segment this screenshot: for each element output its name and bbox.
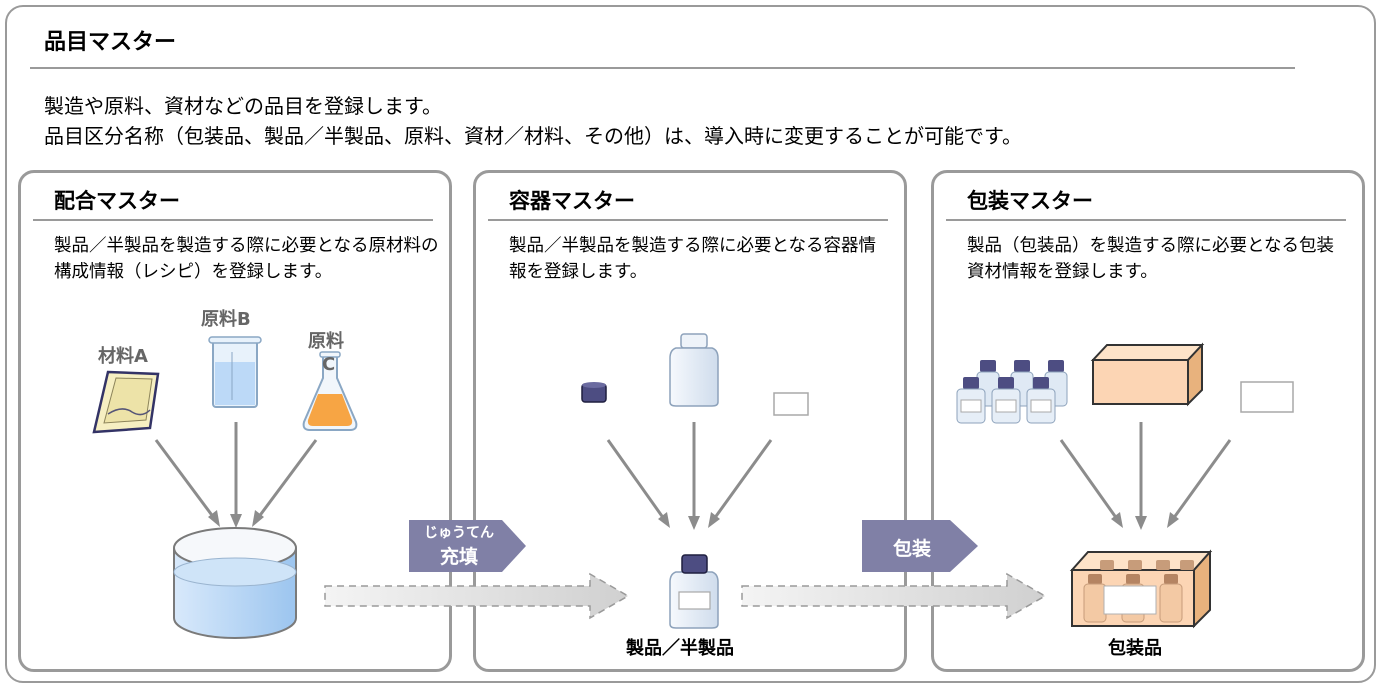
label-icon [1240,381,1294,413]
product-label: 製品／半製品 [626,638,734,659]
raw-b-label: 原料B [201,309,251,330]
paper-sachet-icon [92,370,160,434]
input-arrows-container [606,422,773,530]
pack-step-label: 包装 [892,538,931,560]
main-title: 品目マスター [44,30,177,55]
panel-description: 製品／半製品を製造する際に必要となる容器情報を登録します。 [509,236,876,282]
panel-description: 製品（包装品）を製造する際に必要となる包装資材情報を登録します。 [967,236,1334,282]
panel-title: 配合マスター [54,189,180,213]
main-description-line1: 製造や原料、資材などの品目を登録します。 [44,94,442,118]
beaker-icon [208,336,262,408]
packaged-box-icon [1069,549,1213,629]
label-icon [773,392,809,416]
panel-title: 容器マスター [509,189,635,213]
fill-flow-arrow [324,572,630,620]
carton-box-icon [1090,342,1205,407]
bottles-group-icon [956,360,1068,424]
panel-title: 包装マスター [967,189,1093,213]
raw-c-label-line2: C [322,354,336,375]
packaged-product-label: 包装品 [1108,638,1162,659]
product-bottle-icon [669,554,719,629]
fill-step-ribbon [409,520,526,572]
pack-flow-arrow [741,572,1047,620]
panel-divider [946,219,1346,221]
material-a-label: 材料A [98,346,148,367]
flask-icon [302,351,358,431]
title-divider [30,67,1295,69]
main-description-line2: 品目区分名称（包装品、製品／半製品、原料、資材／材料、その他）は、導入時に変更す… [44,124,1022,148]
raw-c-label-line1: 原料 [308,331,344,352]
panel-divider [488,219,888,221]
fill-step-label: 充填 [439,546,478,568]
fill-step-ruby: じゅうてん [424,525,494,541]
bottle-cap-icon [581,382,607,403]
mixing-tank-icon [173,527,297,639]
input-arrows-formulation [154,422,318,528]
panel-divider [33,219,433,221]
bottle-icon [669,333,719,407]
pack-step-ribbon [862,520,978,572]
input-arrows-packaging [1059,422,1232,530]
panel-description: 製品／半製品を製造する際に必要となる原材料の構成情報（レシピ）を登録します。 [54,236,439,282]
